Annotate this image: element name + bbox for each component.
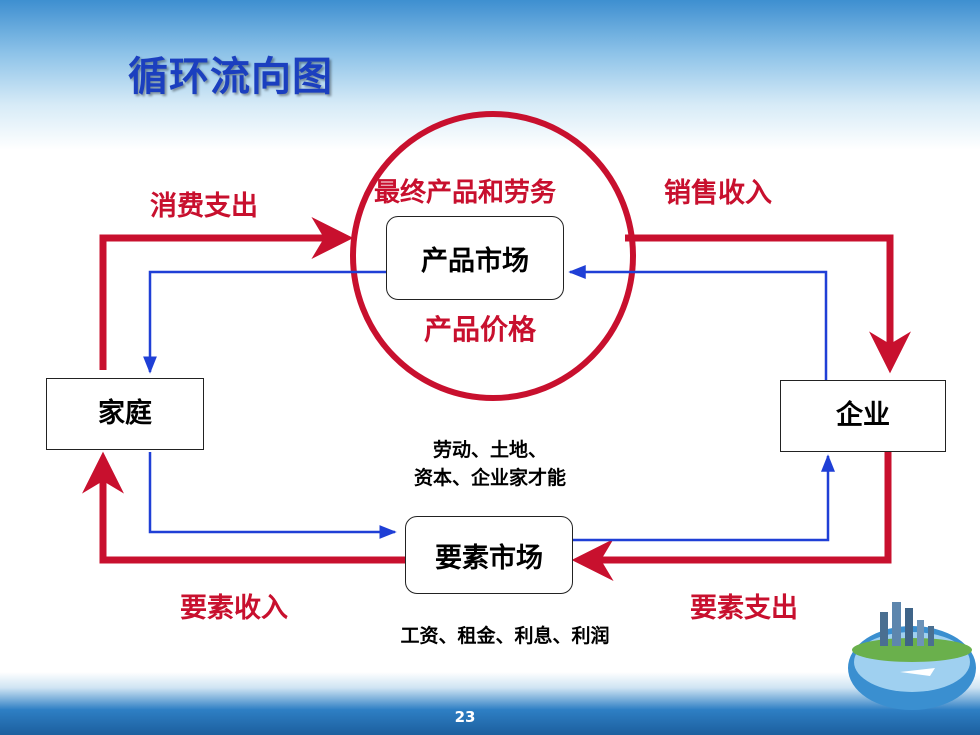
blue-flow-product-market-to-household	[143, 270, 386, 374]
blue-flow-firm-to-product-market	[568, 265, 828, 380]
firm-box: 企业	[780, 380, 946, 452]
red-flow-product-market-to-firm	[625, 234, 911, 374]
factor-market-label: 要素市场	[435, 542, 543, 574]
factors-line-1: 劳动、土地、	[432, 439, 547, 461]
footer-band	[0, 672, 980, 735]
firm-label: 企业	[836, 400, 890, 431]
factor-income-label: 要素收入	[180, 593, 288, 624]
slide-title: 循环流向图	[128, 54, 333, 100]
factors-line-2: 资本、企业家才能	[413, 467, 566, 489]
product-market-box: 产品市场	[386, 216, 564, 300]
product-market-label: 产品市场	[421, 245, 529, 277]
sales-revenue-label: 销售收入	[664, 178, 772, 209]
red-flow-factor-market-to-household	[82, 451, 405, 564]
page-number: 23	[454, 708, 476, 726]
factor-payments-note: 工资、租金、利息、利润	[400, 625, 610, 647]
blue-flow-household-to-factor-market	[148, 452, 397, 539]
final-goods-services-label: 最终产品和劳务	[374, 178, 557, 208]
household-box: 家庭	[46, 378, 204, 450]
consumption-spending-label: 消费支出	[150, 191, 258, 222]
factor-market-box: 要素市场	[405, 516, 573, 594]
household-label: 家庭	[98, 398, 152, 429]
product-price-label: 产品价格	[424, 313, 537, 346]
red-flow-firm-to-factor-market	[571, 452, 892, 581]
globe-city-illustration	[848, 602, 976, 710]
red-flow-household-to-product-market	[99, 217, 354, 370]
header-gradient	[0, 0, 980, 150]
blue-flow-factor-market-to-firm	[570, 454, 835, 542]
factor-spending-label: 要素支出	[690, 593, 798, 624]
factors-of-production-note: 劳动、土地、 资本、企业家才能	[375, 436, 605, 492]
